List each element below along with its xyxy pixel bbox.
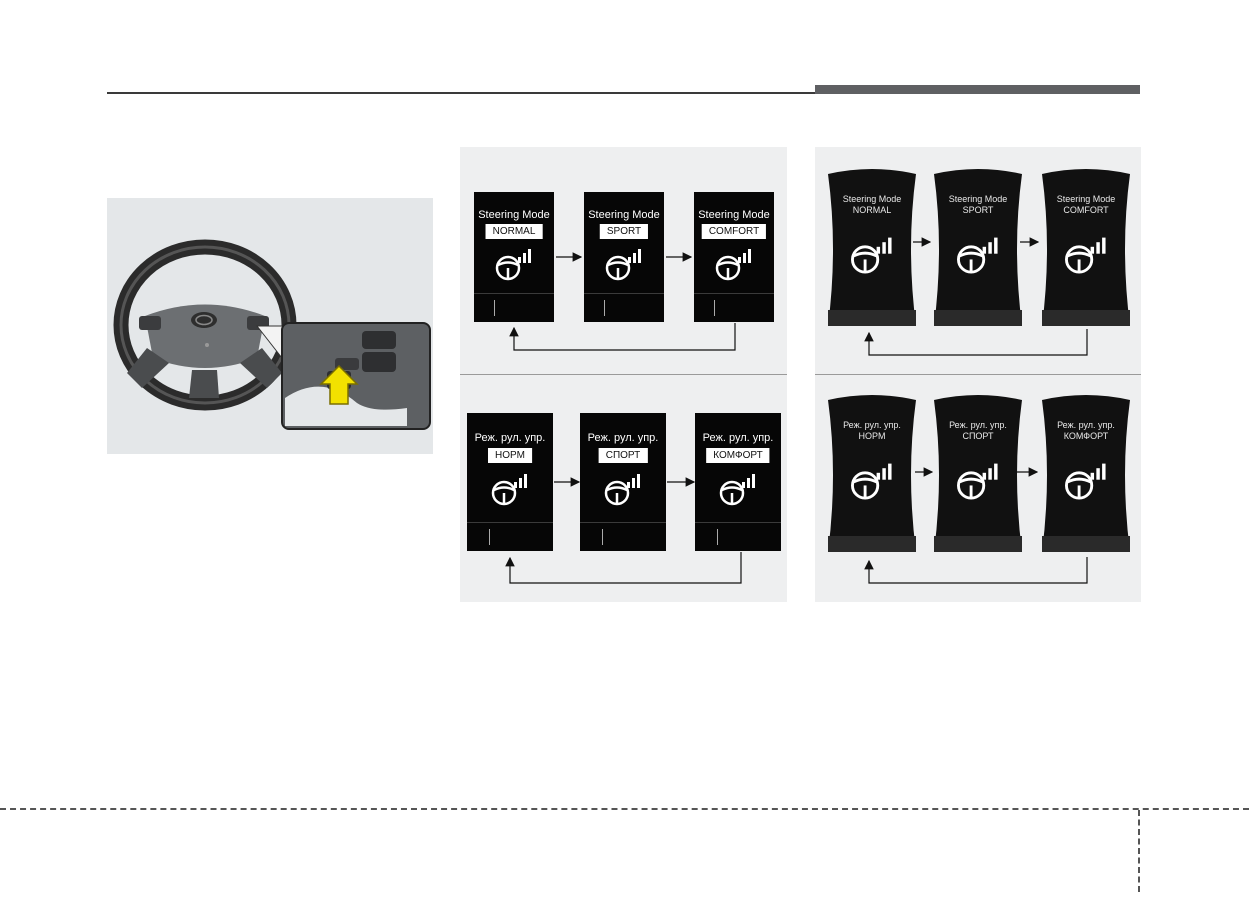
mode-cycle-arrows [815, 147, 1141, 374]
mode-cycle-arrows [815, 374, 1141, 602]
mode-cycle-arrows [460, 147, 787, 374]
footer-dashed-rule [0, 808, 1249, 810]
steering-wheel-photo [107, 198, 433, 454]
header-rule [107, 92, 815, 94]
footer-page-divider [1138, 810, 1140, 892]
mode-cycle-arrows [460, 374, 787, 602]
header-bar [815, 85, 1140, 94]
